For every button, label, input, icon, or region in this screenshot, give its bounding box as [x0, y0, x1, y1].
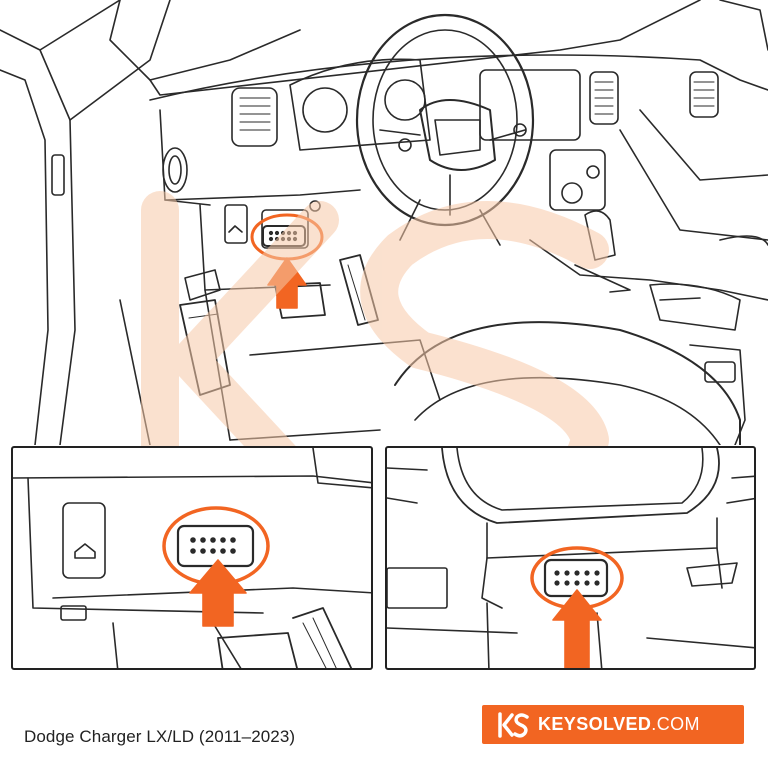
dashboard-illustration [0, 0, 768, 445]
inset-closeup-obd-right [385, 446, 756, 670]
ks-logo-icon [498, 711, 529, 738]
arrow-up-icon [189, 559, 247, 627]
inset-closeup-obd-left [11, 446, 373, 670]
arrow-up-icon [267, 257, 307, 309]
vehicle-caption: Dodge Charger LX/LD (2011–2023) [24, 727, 296, 746]
brand-name: KEYSOLVED.COM [538, 714, 700, 735]
arrow-up-icon [552, 589, 602, 668]
brand-badge: KEYSOLVED.COM [482, 705, 744, 744]
brand-domain: .COM [651, 714, 700, 734]
brand-name-main: KEYSOLVED [538, 714, 652, 734]
